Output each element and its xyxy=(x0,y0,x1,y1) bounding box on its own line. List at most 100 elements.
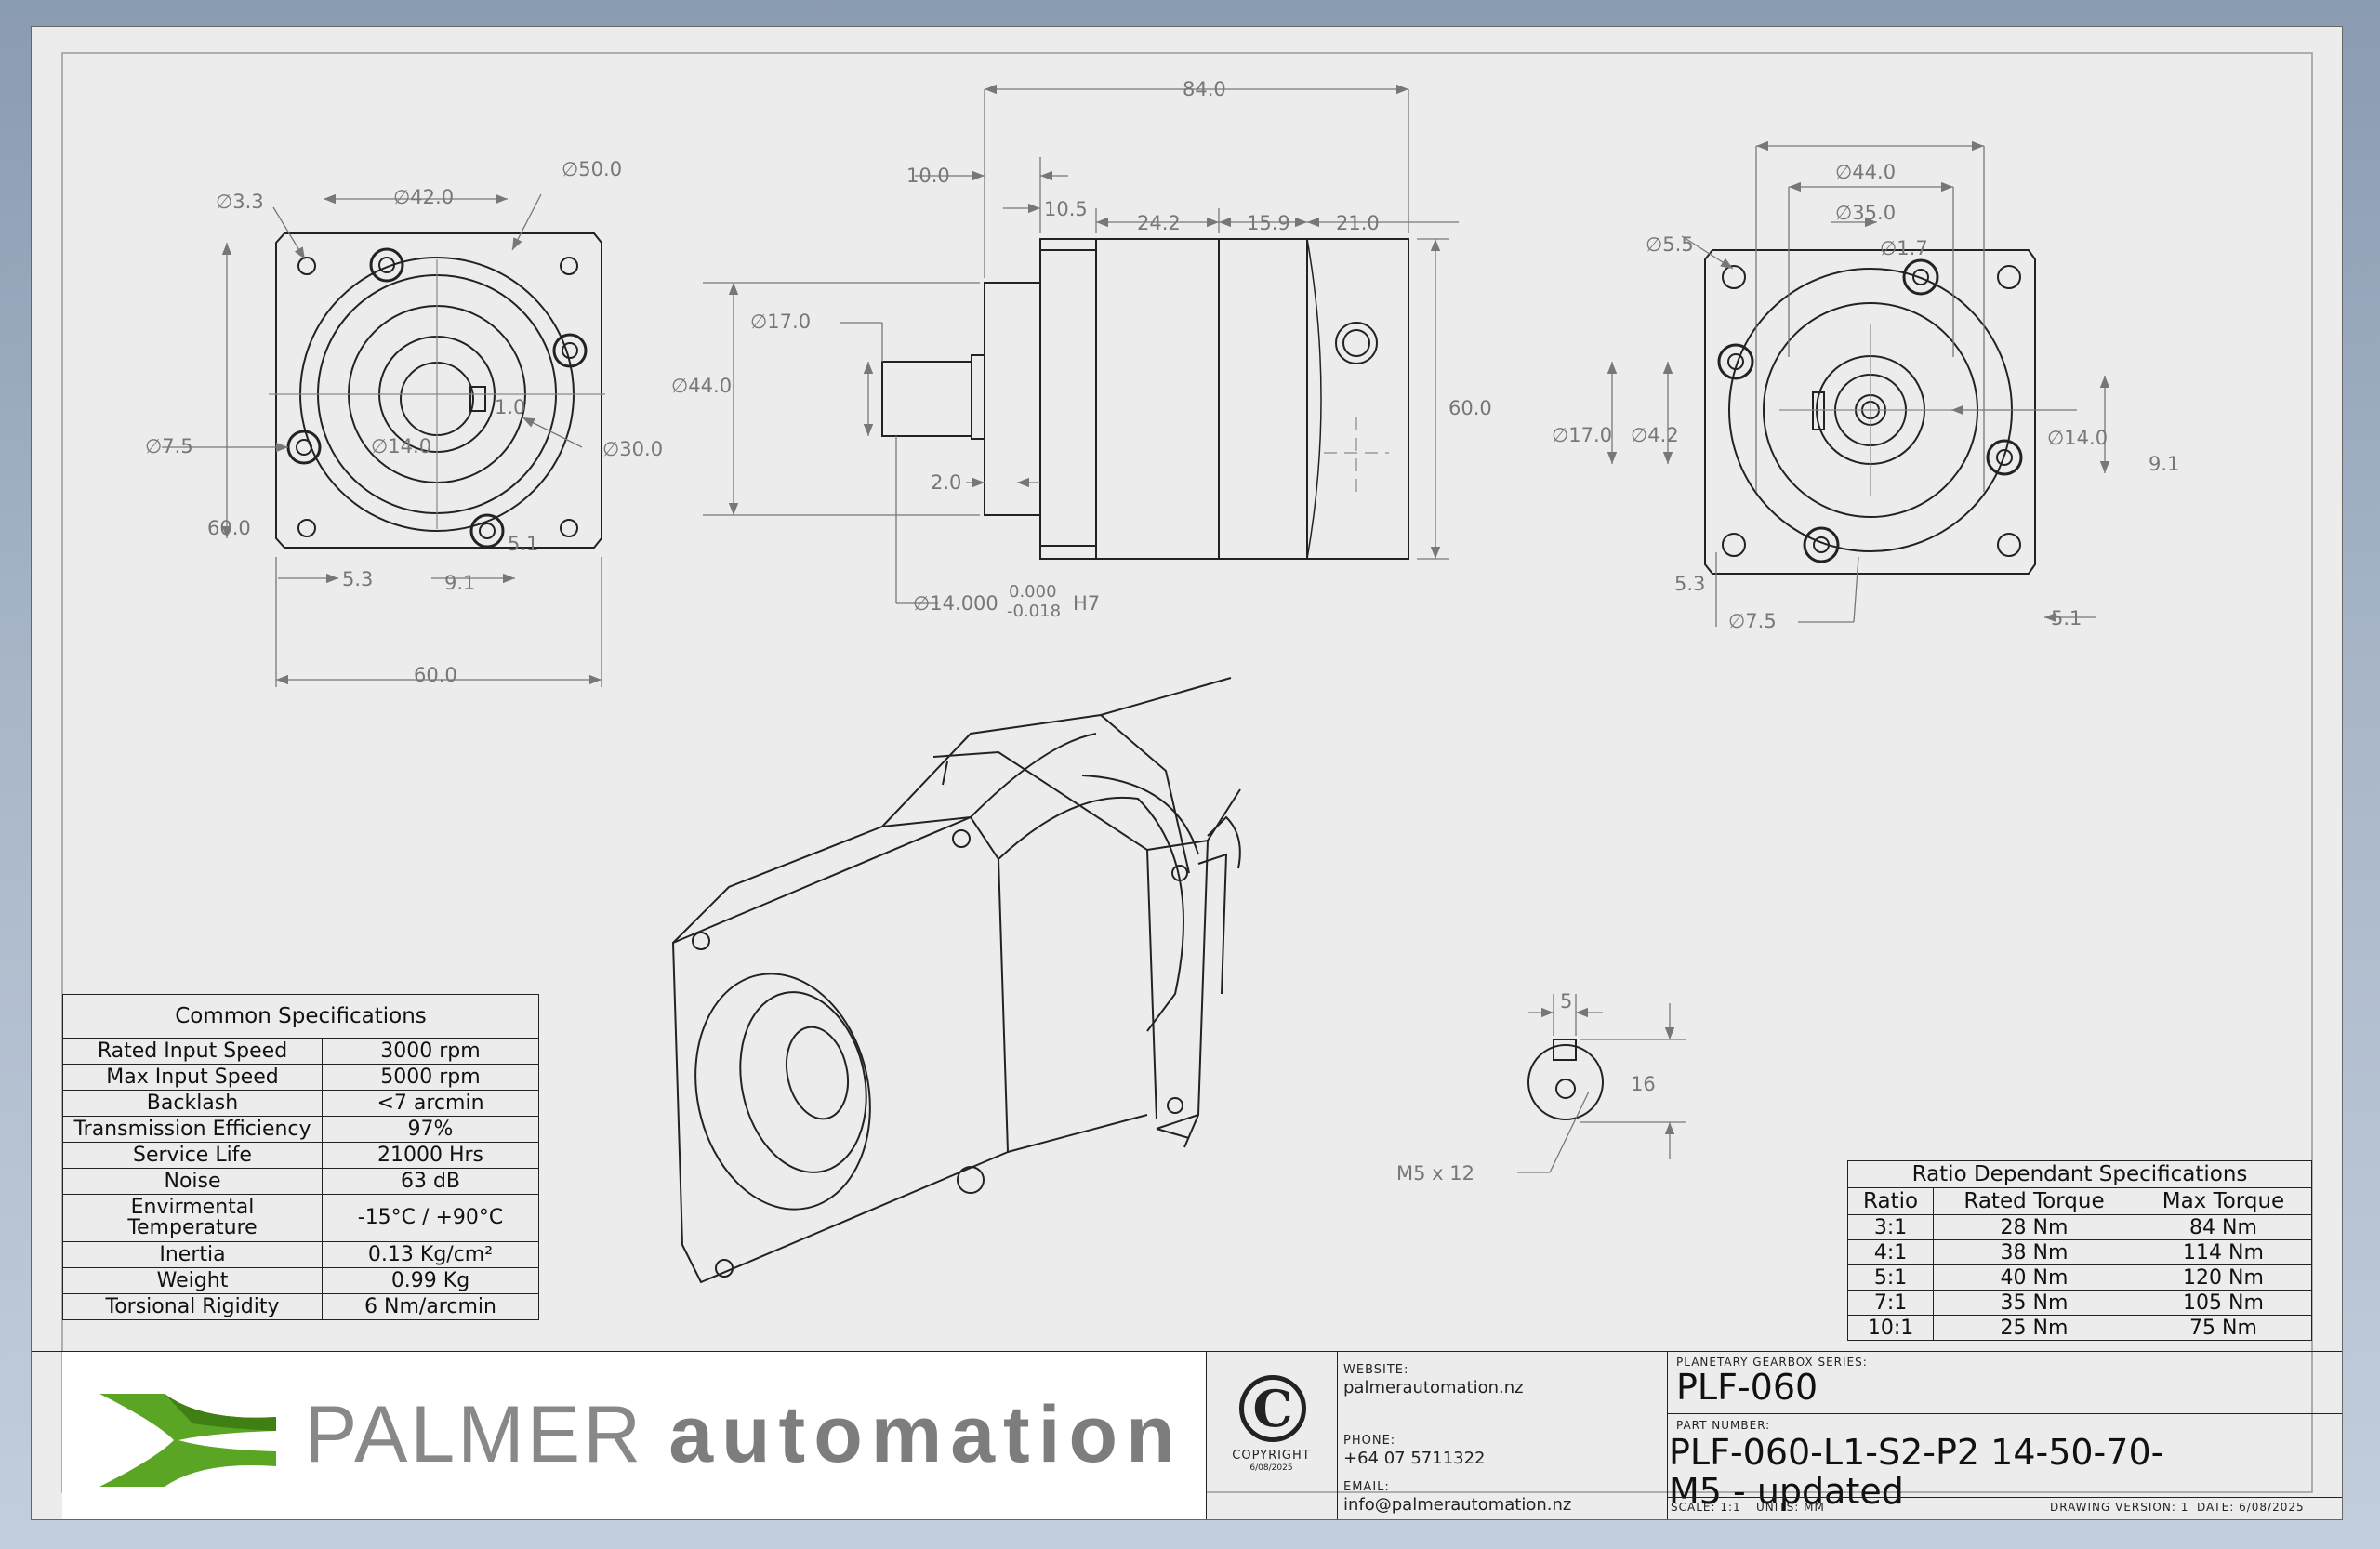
copyright-icon: C xyxy=(1239,1375,1306,1442)
technical-drawing: ∅3.3 ∅42.0 ∅50.0 ∅7.5 ∅14.0 1.0 ∅30.0 60… xyxy=(61,52,2313,1493)
ratio-cell: 4:1 xyxy=(1846,1239,1935,1265)
front-dimensions xyxy=(162,193,602,687)
dim-side-housing: ∅44.0 xyxy=(671,375,732,397)
spec-value: 0.13 Kg/cm² xyxy=(322,1241,539,1268)
website-link[interactable]: palmerautomation.nz xyxy=(1343,1378,1524,1397)
dim-front-bore: ∅30.0 xyxy=(602,438,663,460)
part-info-panel: PLANETARY GEARBOX SERIES: PLF-060 PART N… xyxy=(1667,1352,2342,1519)
phone-value: +64 07 5711322 xyxy=(1343,1449,1486,1468)
spec-name: Service Life xyxy=(62,1142,323,1169)
dim-rear-pin: ∅1.7 xyxy=(1880,237,1928,259)
max-torque-cell: 105 Nm xyxy=(2134,1290,2313,1316)
series-value: PLF-060 xyxy=(1676,1367,1818,1408)
isometric-view xyxy=(671,677,1241,1284)
side-view xyxy=(881,238,1409,560)
spec-value: 3000 rpm xyxy=(322,1038,539,1065)
rated-torque-cell: 38 Nm xyxy=(1933,1239,2135,1265)
ratio-cell: 7:1 xyxy=(1846,1290,1935,1316)
series-label: PLANETARY GEARBOX SERIES: xyxy=(1676,1356,1868,1369)
copyright-label: COPYRIGHT xyxy=(1232,1449,1311,1463)
dim-side-stage1: 24.2 xyxy=(1137,212,1181,234)
dim-front-bolt-hole: ∅3.3 xyxy=(216,191,264,213)
date-label: DATE: 6/08/2025 xyxy=(2197,1501,2305,1514)
dim-front-shaft: ∅14.0 xyxy=(371,435,431,457)
dim-front-corner: 5.1 xyxy=(508,533,538,555)
dim-front-height: 60.0 xyxy=(207,517,251,539)
column-header-ratio: Ratio xyxy=(1846,1187,1935,1215)
rated-torque-cell: 28 Nm xyxy=(1933,1214,2135,1240)
side-dim-labels: 84.0 10.0 10.5 24.2 15.9 21.0 ∅17.0 ∅44.… xyxy=(671,78,1492,621)
spec-value: 21000 Hrs xyxy=(322,1142,539,1169)
dim-side-flange: 10.0 xyxy=(906,165,950,187)
company-logo: PALMER automation xyxy=(62,1352,1207,1519)
dim-rear-bore: ∅14.0 xyxy=(2047,427,2108,449)
dim-front-pcd: ∅42.0 xyxy=(393,186,454,208)
scale-label: SCALE: 1:1 xyxy=(1671,1501,1741,1514)
spec-name: Weight xyxy=(62,1267,323,1294)
dim-side-fit-class: H7 xyxy=(1073,592,1100,615)
spec-name: Envirmental Temperature xyxy=(62,1194,323,1242)
dim-front-edge: 5.3 xyxy=(342,568,373,590)
max-torque-cell: 120 Nm xyxy=(2134,1264,2313,1291)
rear-dimensions xyxy=(1606,140,2110,627)
key-dim-labels: 5 16 M5 x 12 xyxy=(1396,990,1656,1185)
spec-value: <7 arcmin xyxy=(322,1090,539,1117)
dim-side-tol-upper: 0.000 xyxy=(1009,582,1057,602)
column-header-rated-torque: Rated Torque xyxy=(1933,1187,2135,1215)
dim-side-endcap: 21.0 xyxy=(1336,212,1380,234)
dim-rear-pcd: ∅35.0 xyxy=(1835,202,1896,224)
spec-value: 0.99 Kg xyxy=(322,1267,539,1294)
rated-torque-cell: 40 Nm xyxy=(1933,1264,2135,1291)
spec-name: Inertia xyxy=(62,1241,323,1268)
ratio-cell: 5:1 xyxy=(1846,1264,1935,1291)
dim-key-height: 16 xyxy=(1631,1073,1656,1095)
ratio-cell: 3:1 xyxy=(1846,1214,1935,1240)
table-row: Backlash<7 arcmin xyxy=(62,1090,539,1117)
table-row: Envirmental Temperature-15°C / +90°C xyxy=(62,1194,539,1242)
dim-side-length: 84.0 xyxy=(1183,78,1226,100)
max-torque-cell: 75 Nm xyxy=(2134,1315,2313,1341)
front-view xyxy=(269,232,605,549)
spec-name: Transmission Efficiency xyxy=(62,1116,323,1143)
ratio-cell: 10:1 xyxy=(1846,1315,1935,1341)
dim-rear-small: ∅4.2 xyxy=(1631,424,1679,446)
dim-side-shoulder: 2.0 xyxy=(931,471,961,494)
dim-front-spacing: 9.1 xyxy=(444,572,475,594)
part-number-value: PLF-060-L1-S2-P2 14-50-70-M5 - updated xyxy=(1669,1432,2164,1512)
phone-label: PHONE: xyxy=(1343,1434,1396,1448)
spec-value: 5000 rpm xyxy=(322,1064,539,1091)
dim-rear-boss: ∅17.0 xyxy=(1552,424,1612,446)
dim-key-screw: M5 x 12 xyxy=(1396,1162,1474,1185)
drawing-sheet: ∅3.3 ∅42.0 ∅50.0 ∅7.5 ∅14.0 1.0 ∅30.0 60… xyxy=(31,26,2343,1520)
dim-front-pilot: ∅50.0 xyxy=(562,158,622,180)
spec-name: Noise xyxy=(62,1168,323,1195)
spec-value: 6 Nm/arcmin xyxy=(322,1293,539,1320)
spec-value: 97% xyxy=(322,1116,539,1143)
dim-side-step: 10.5 xyxy=(1044,198,1088,220)
dim-side-shaft-boss: ∅17.0 xyxy=(750,311,811,333)
spec-name: Rated Input Speed xyxy=(62,1038,323,1065)
spec-name: Torsional Rigidity xyxy=(62,1293,323,1320)
email-link[interactable]: info@palmerautomation.nz xyxy=(1343,1495,1572,1515)
dim-side-shaft-fit: ∅14.000 xyxy=(913,592,998,615)
dim-rear-mount: ∅7.5 xyxy=(1728,610,1777,632)
dim-key-width: 5 xyxy=(1560,990,1572,1013)
front-dim-labels: ∅3.3 ∅42.0 ∅50.0 ∅7.5 ∅14.0 1.0 ∅30.0 60… xyxy=(145,158,663,686)
logo-word-automation: automation xyxy=(668,1390,1183,1479)
dim-side-tol-lower: -0.018 xyxy=(1007,602,1061,621)
title-block: PALMER automation C COPYRIGHT 6/08/2025 … xyxy=(32,1351,2342,1519)
units-label: UNITS: MM xyxy=(1756,1501,1825,1514)
key-dimensions xyxy=(1517,994,1686,1173)
dim-rear-thread: ∅5.5 xyxy=(1646,233,1694,256)
dim-rear-outer: ∅44.0 xyxy=(1835,161,1896,183)
dim-rear-edge: 5.3 xyxy=(1674,573,1705,595)
